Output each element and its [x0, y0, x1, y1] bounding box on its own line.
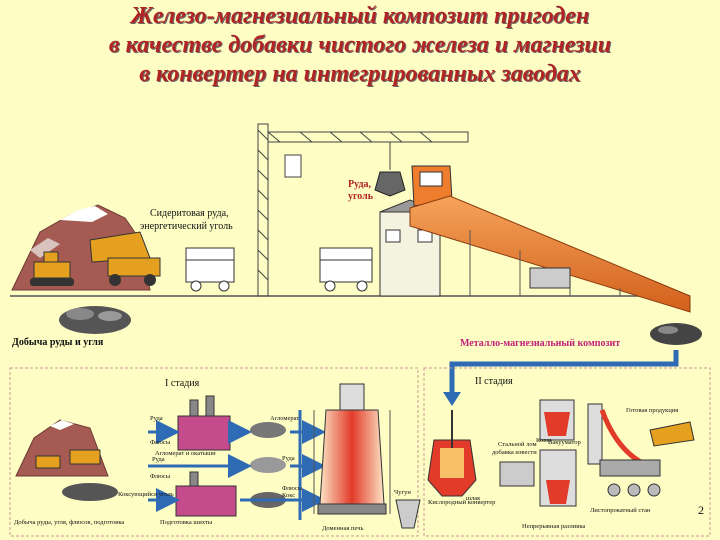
stage2-frame [423, 367, 711, 537]
finished-products-icon [649, 421, 695, 447]
coke-label: Кокс [282, 492, 295, 499]
stage1-flow-arrows [148, 410, 326, 520]
mining-label: Добыча руды и угля [12, 337, 104, 348]
stage1-label: I стадия [165, 378, 200, 389]
sinter-pellets-label: Агломерат и окатыши [155, 450, 216, 457]
scrap-label: Стальной лом [498, 441, 537, 448]
bof-label: Кислородный конвертер [428, 499, 495, 506]
coking-coal-label: Коксующийся уголь [118, 491, 174, 498]
siderite-label-1: Сидеритовая руда, [150, 208, 229, 219]
continuous-label: Непрерывная разливка [522, 523, 585, 530]
pig-iron-label: Чугун [394, 489, 411, 496]
sinter-plant-icon [177, 395, 231, 451]
bof-converter-icon [427, 410, 477, 497]
lime-additive-label: добавка извести [492, 449, 537, 456]
vacuum-label: Вакууматор [548, 439, 581, 446]
composite-pile-icon [650, 323, 702, 345]
truck-icon [89, 231, 161, 286]
coal-pile-icon [59, 306, 131, 334]
siderite-label-2: энергетический уголь [140, 221, 233, 232]
title-line-1: Железо-магнезиальный композит пригоден [130, 3, 590, 29]
ore-label-2: Руда [152, 456, 165, 463]
conveyor-belt [409, 195, 691, 313]
slag-label: шлак [466, 495, 481, 502]
products-label: Готовая продукция [626, 407, 678, 414]
ladle-label: Ковш [536, 437, 551, 444]
agglomerate-label: Агломерат [270, 415, 299, 422]
ore-prep-label: Подготовка шихты [160, 519, 213, 526]
mining-bottom-label: Добыча руды, угля, флюсов, подготовка [14, 519, 124, 526]
composite-label: Металло-магнезиальный композит [460, 338, 620, 349]
stage1-frame [9, 367, 419, 537]
flux-bf-label: Флюсы [282, 485, 303, 492]
railway-wagon-2 [319, 247, 373, 292]
ladle-furnace-icon [539, 399, 575, 441]
bulldozer-icon [30, 251, 74, 286]
flux-label: Флюсы [150, 439, 171, 446]
rolling-mill-icon [599, 459, 661, 497]
page-number: 2 [698, 503, 704, 517]
ore-coal-label: Руда, [348, 179, 372, 190]
coke-plant-icon [175, 471, 237, 517]
scrap-box-icon [499, 461, 535, 487]
slide-title: Железо-магнезиальный композит пригоден в… [0, 2, 720, 89]
railway-wagon-1 [185, 247, 235, 292]
sinter-pile-1 [250, 422, 286, 508]
blast-furnace-icon [313, 383, 391, 515]
slag-bin-icon [395, 499, 421, 529]
flux-label-2: Флюсы [150, 473, 171, 480]
mine-mountain-small [15, 419, 118, 501]
composite-flow-arrowhead [443, 392, 461, 406]
composite-flow-arrow [449, 350, 679, 396]
stage2-label: II стадия [475, 376, 513, 387]
rolling-label: Листопрокатный стан [590, 507, 651, 514]
blast-furnace-label: Доменная печь [322, 525, 363, 532]
vacuum-degasser-icon [539, 449, 577, 507]
title-line-3: в конвертер на интегрированных заводах [139, 61, 581, 87]
ore-label: Руда [150, 415, 163, 422]
title-line-2: в качестве добавки чистого железа и магн… [108, 32, 612, 58]
crane-tower [257, 123, 469, 297]
ore-coal-label-2: уголь [348, 191, 374, 202]
ore-bf-label: Руда [282, 455, 295, 462]
grab-bucket-icon [374, 171, 406, 197]
